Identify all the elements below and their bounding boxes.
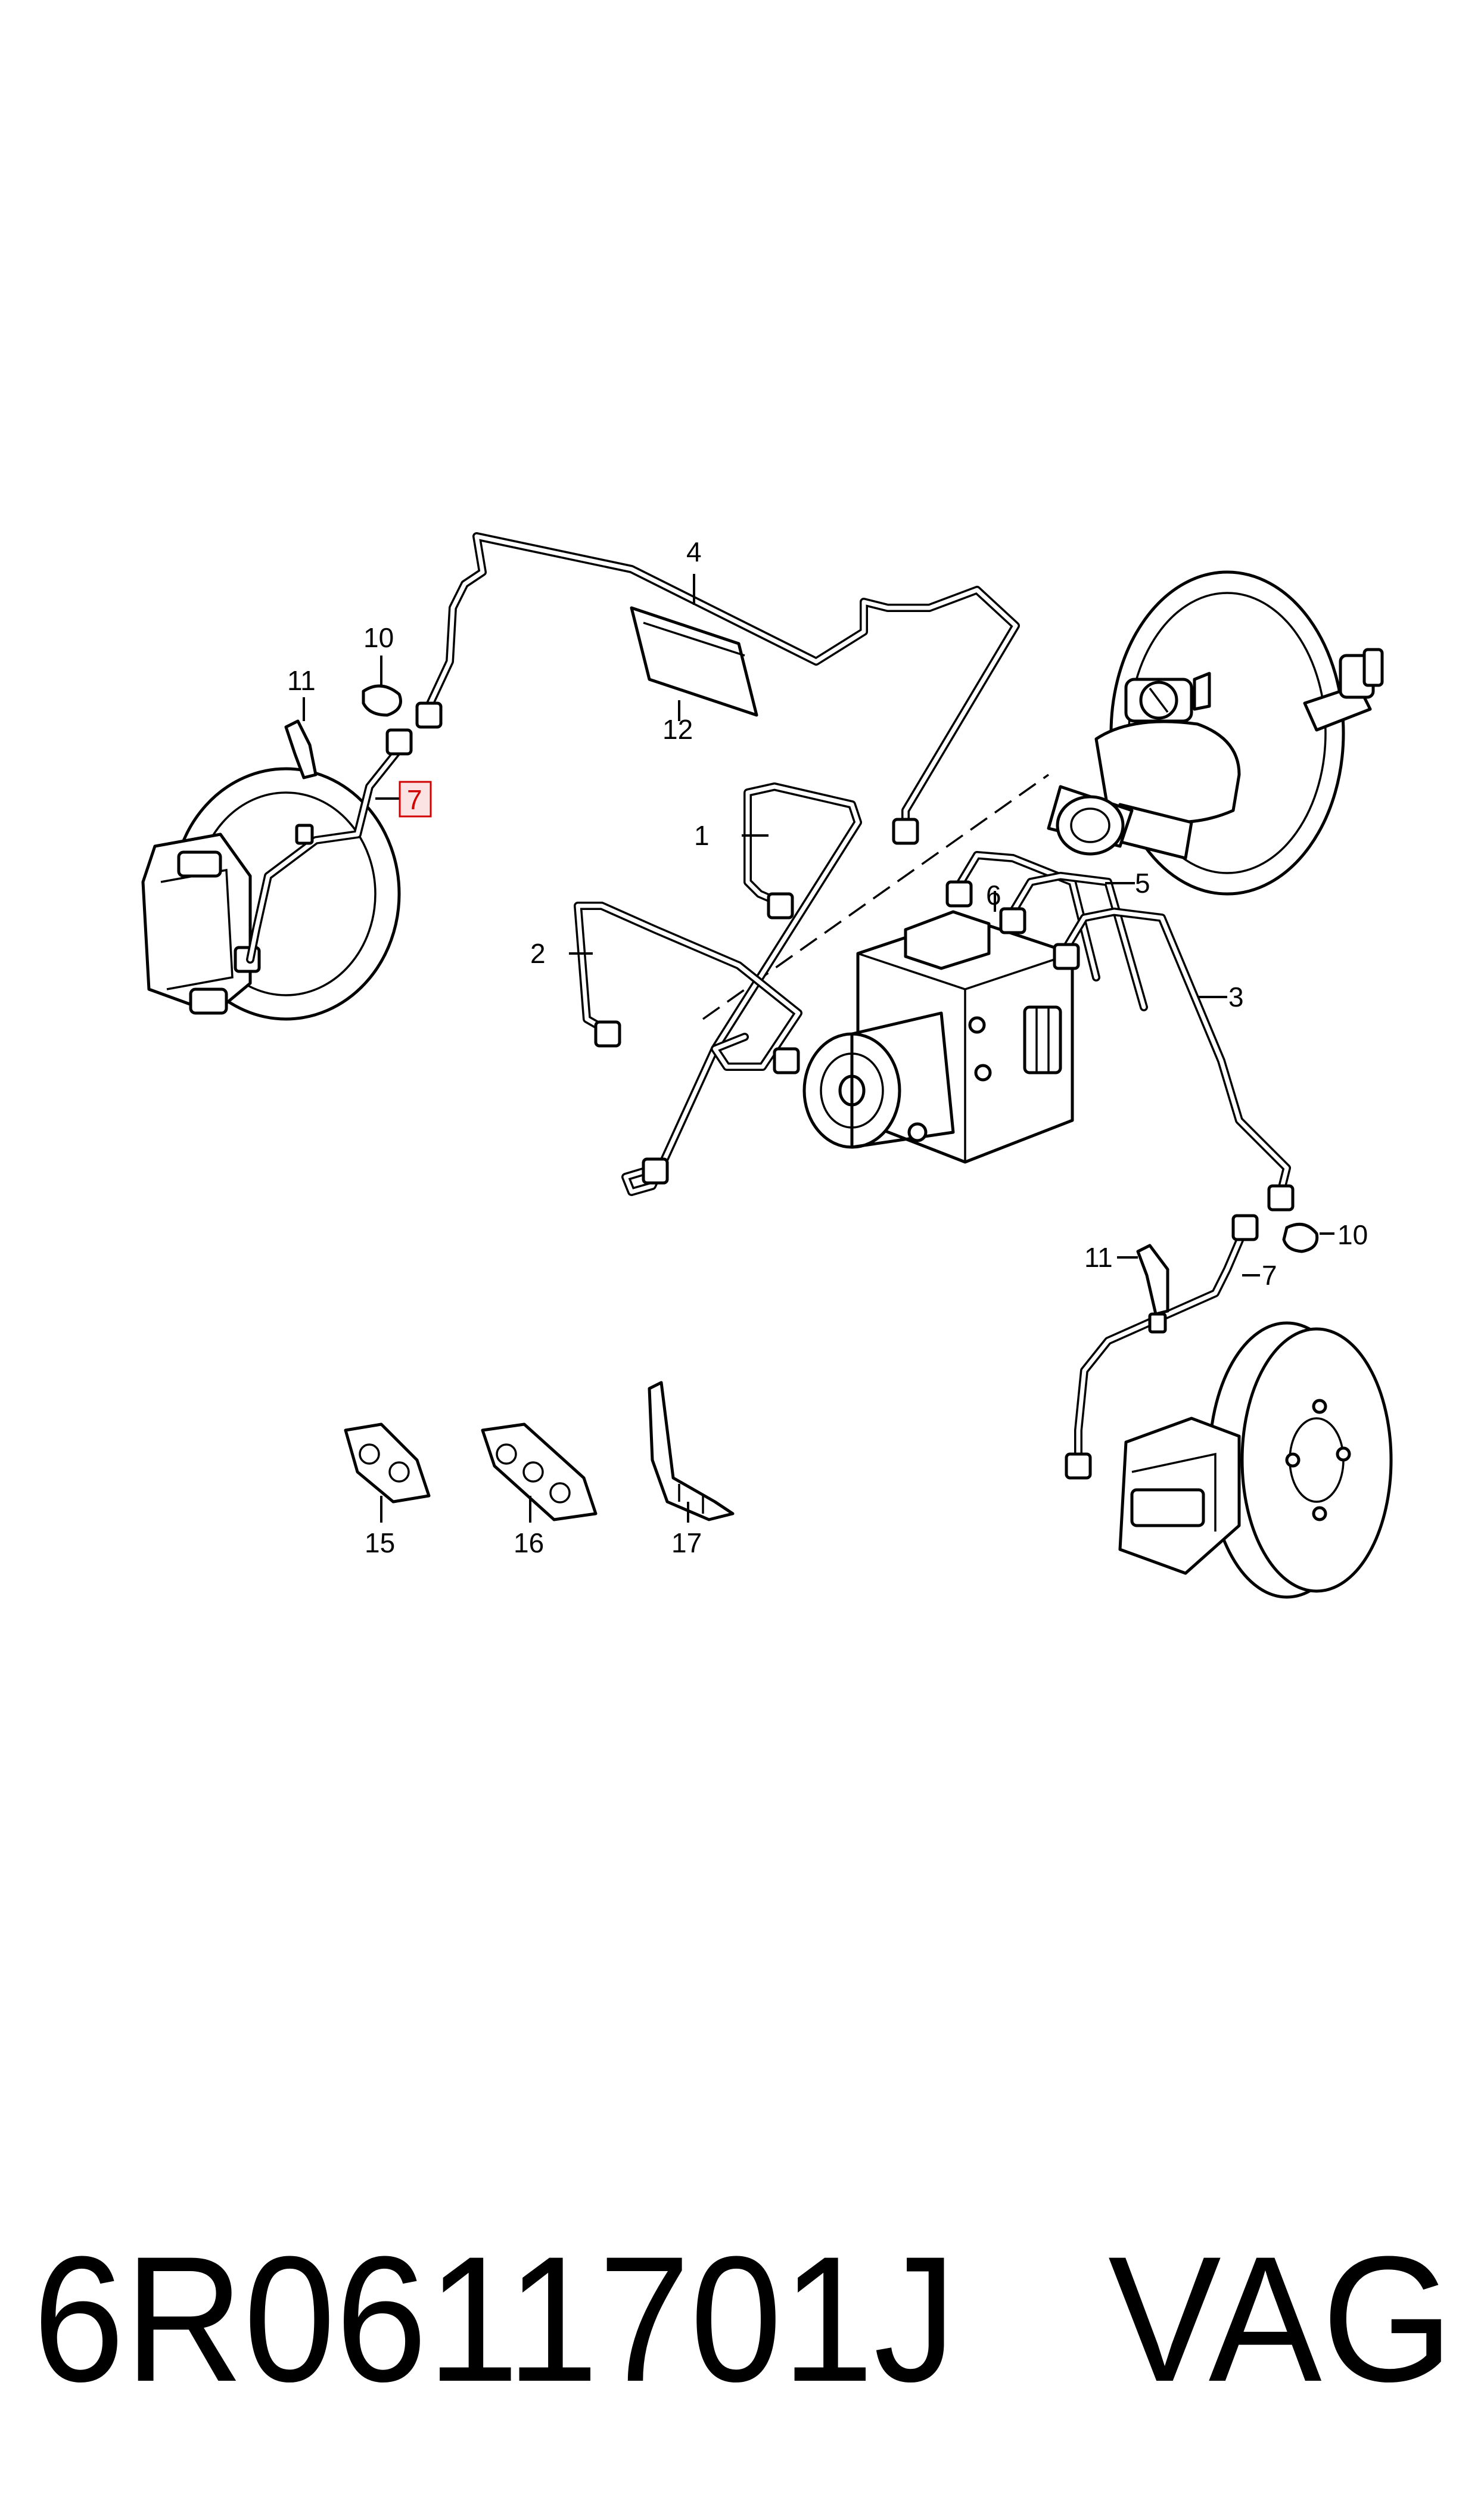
leader-lines — [303, 574, 1334, 1523]
bracket-12 — [630, 606, 758, 717]
front-brake-assembly — [141, 684, 413, 1021]
callout-10-right: 10 — [1337, 1219, 1368, 1250]
callout-4: 4 — [686, 536, 702, 567]
callout-12: 12 — [662, 714, 693, 745]
callout-11-right: 11 — [1084, 1242, 1113, 1273]
callout-10-left: 10 — [363, 622, 394, 653]
part-number: 6R0611701J — [33, 2219, 956, 2419]
callout-2: 2 — [530, 938, 546, 969]
pipe-fittings — [415, 701, 1295, 1212]
callout-1: 1 — [694, 820, 710, 851]
callout-7-highlighted: 7 — [407, 784, 422, 815]
brand-name: VAG — [1108, 2219, 1454, 2419]
master-cylinder-reservoir — [1047, 672, 1241, 860]
callout-labels: 4 1 2 6 5 3 7 7 10 10 11 11 12 15 16 17 — [287, 536, 1368, 1558]
brake-lines — [425, 532, 1291, 1196]
callout-3: 3 — [1228, 981, 1244, 1012]
callout-17: 17 — [671, 1527, 702, 1558]
abs-hydraulic-unit — [802, 910, 1074, 1164]
callout-11-left: 11 — [287, 665, 316, 696]
callout-7-highlight-box — [399, 781, 432, 818]
callout-16: 16 — [514, 1527, 544, 1558]
clip-16 — [481, 1422, 598, 1521]
callout-15: 15 — [365, 1527, 395, 1558]
clip-17 — [648, 1381, 735, 1521]
callout-6: 6 — [986, 880, 1001, 911]
callout-7-right: 7 — [1262, 1260, 1277, 1291]
clip-15 — [344, 1422, 431, 1504]
callout-5: 5 — [1135, 868, 1150, 899]
rear-brake-assembly — [1065, 1214, 1393, 1599]
